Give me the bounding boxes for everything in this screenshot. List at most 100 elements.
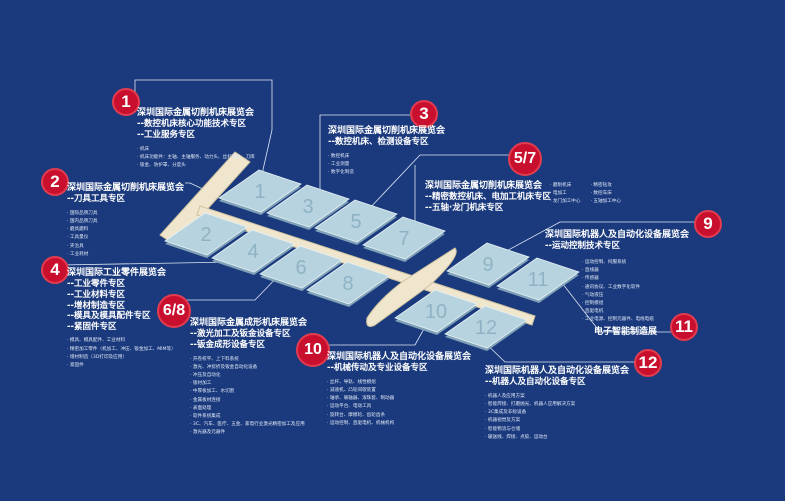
zone-item: 3C、汽车、医疗、五金、家电行业激光精密加工及应用 — [190, 421, 307, 429]
zone-badge-10[interactable]: 10 — [296, 333, 330, 367]
hall-number: 3 — [302, 196, 313, 218]
zone-item: 钣材加工 — [190, 380, 307, 388]
hall-7[interactable] — [362, 216, 446, 260]
zone-item: 通讯协议、工业数字化软件 — [582, 284, 654, 292]
zone-item: 激光器及元器件 — [190, 429, 307, 437]
zone-item-list: 模具、模具配件、工业材料精密加工零件（机加工、冲压、钣金加工、MIM等）增材制造… — [67, 337, 176, 370]
leader-3 — [319, 114, 410, 195]
zone-item: 控制模组 — [582, 300, 654, 308]
hall-8[interactable] — [306, 261, 390, 305]
zone-item: 智能物流与仓储 — [485, 426, 629, 434]
leader-9 — [500, 221, 700, 255]
hall-12[interactable] — [444, 305, 528, 349]
zone-title: 深圳国际机器人及自动化设备展览会 — [327, 352, 472, 362]
hall-4[interactable] — [211, 229, 295, 273]
zone-item-list: 磨削机床精密钻攻电加工数控车床龙门加工中心五轴加工中心 — [550, 182, 621, 207]
zone-item: 气动液压 — [582, 292, 654, 300]
zone-item: 中厚板加工、水切割 — [190, 388, 307, 396]
zone-item: 磨具磨料 — [67, 226, 184, 234]
zone-item: 传感器 — [582, 275, 654, 283]
hall-3[interactable] — [266, 184, 350, 228]
zone-item: 模具、模具配件、工业材料 — [67, 337, 176, 345]
zone-item: 软件系统集成 — [190, 413, 307, 421]
zone-info-9: 深圳国际机器人及自动化设备展览会--运动控制技术专区 — [545, 230, 689, 252]
zone-item-list: 机床机床功能件：主轴、主轴服务、动力头、丝杠导轨、刀库钣金、防护罩、分度头 — [137, 146, 255, 171]
hall-11[interactable] — [496, 257, 580, 301]
zone-item: 开卷校平、上下料系统 — [190, 356, 307, 364]
zone-subtitle: --五轴·龙门机床专区 — [425, 202, 504, 213]
zone-title: 深圳国际金属切削机床展览会 — [425, 181, 543, 191]
zone-title: 深圳国际金属切削机床展览会 — [137, 108, 255, 118]
hall-6[interactable] — [259, 245, 343, 289]
hall-10[interactable] — [394, 289, 478, 333]
zone-item: 机器视觉及方案 — [485, 417, 629, 425]
leader-4 — [59, 261, 235, 266]
zone-item-list: 数控机床工业测量数字化制造 — [328, 153, 445, 178]
zone-subtitle: --数控机床核心功能技术专区 — [137, 119, 247, 130]
zone-subtitle: --紧固件专区 — [67, 321, 117, 332]
zone-title: 深圳国际金属切削机床展览会 — [67, 183, 185, 193]
hall-number: 12 — [475, 317, 497, 339]
zone-item: 工业耗材 — [67, 251, 184, 259]
zone-badge-11[interactable]: 11 — [670, 313, 698, 341]
leader-1 — [134, 79, 273, 184]
zone-badge-1[interactable]: 1 — [112, 88, 140, 116]
zone-title: 电子智能制造展 — [594, 327, 658, 337]
zone-subtitle: --增材制造专区 — [67, 300, 126, 311]
hall-number: 2 — [200, 224, 211, 246]
hall-number: 10 — [425, 301, 447, 323]
hall-9[interactable] — [446, 242, 530, 286]
zone-item: 数控机床 — [328, 153, 445, 161]
zone-item-list: 开卷校平、上下料系统激光、冲剪折及钣金自动化设备冲压及自动化钣材加工中厚板加工、… — [190, 356, 307, 438]
zone-badge-12[interactable]: 12 — [634, 349, 662, 377]
zone-item: 国际品牌刀具 — [67, 210, 184, 218]
leader-11 — [551, 269, 678, 333]
zone-item: 龙门加工中心 — [550, 198, 581, 206]
zone-item: 精密加工零件（机加工、冲压、钣金加工、MIM等） — [67, 346, 176, 354]
zone-item: 表面处理 — [190, 405, 307, 413]
zone-item: 旋转台、摩擦轮、齿轮齿条 — [327, 412, 471, 420]
zone-item: 工业测量 — [328, 161, 445, 169]
zone-subtitle: --工业材料专区 — [67, 289, 126, 300]
zone-badge-3[interactable]: 3 — [410, 100, 438, 128]
zone-item: 机器人及应用方案 — [485, 393, 629, 401]
zone-item: 机床功能件：主轴、主轴服务、动力头、丝杠导轨、刀库 — [137, 154, 255, 162]
hall-number: 11 — [528, 269, 549, 291]
zone-item-list: 运动控制、伺服系统直线器传感器通讯协议、工业数字化软件气动液压控制模组直驱电机工… — [582, 259, 654, 325]
zone-subtitle: --机器人及自动化设备专区 — [485, 377, 586, 388]
hall-number: 1 — [254, 181, 265, 203]
zone-item: 工业电源、控制元器件、电线电缆 — [582, 316, 654, 324]
zone-item: 精密钻攻 — [591, 182, 622, 190]
zone-item-list: 丝杆、导轨、线性模组减速机、凸轮间歇装置轴承、联轴器、滚珠套、制动器运动平台、电… — [327, 379, 471, 428]
zone-item: 冲压及自动化 — [190, 372, 307, 380]
zone-title: 深圳国际机器人及自动化设备展览会 — [485, 366, 630, 376]
zone-badge-4[interactable]: 4 — [41, 256, 69, 284]
hall-number: 7 — [398, 228, 409, 250]
zone-badge-68[interactable]: 6/8 — [157, 294, 191, 328]
zone-item: 数控车床 — [591, 190, 622, 198]
zone-subtitle: --数控机床、检测设备专区 — [328, 137, 429, 148]
zone-info-68: 深圳国际金属成形机床展览会--激光加工及钣金设备专区--钣金成形设备专区开卷校平… — [190, 318, 307, 438]
zone-item: 电加工 — [550, 190, 581, 198]
zone-badge-57[interactable]: 5/7 — [508, 142, 542, 176]
zone-badge-9[interactable]: 9 — [694, 210, 722, 238]
hall-number: 9 — [482, 254, 493, 276]
zone-item: 紧固件 — [67, 362, 176, 370]
hall-5[interactable] — [314, 199, 398, 243]
zone-item: 机床 — [137, 146, 255, 154]
zone-title: 深圳国际金属成形机床展览会 — [190, 318, 308, 328]
zone-info-1: 深圳国际金属切削机床展览会--数控机床核心功能技术专区--工业服务专区机床机床功… — [137, 108, 255, 170]
zone-item: 金属板材连接 — [190, 397, 307, 405]
zone-info-2: 深圳国际金属切削机床展览会--刀具工具专区国际品牌刀具国内品牌刀具磨具磨料工具量… — [67, 183, 184, 259]
zone-badge-2[interactable]: 2 — [41, 168, 69, 196]
zone-item-list: 机器人及应用方案智能焊接、打磨抛光、机器人应用解决方案3C集成及非标设备机器视觉… — [485, 393, 629, 442]
hall-1[interactable] — [218, 169, 302, 213]
zone-item: 夹治具 — [67, 243, 184, 251]
zone-title: 深圳国际工业零件展览会 — [67, 268, 167, 278]
zone-item: 减速机、凸轮间歇装置 — [327, 387, 471, 395]
zone-item: 运动控制、直驱电机、机械机构 — [327, 420, 471, 428]
zone-title: 深圳国际机器人及自动化设备展览会 — [545, 230, 690, 240]
hall-number: 6 — [295, 257, 306, 279]
zone-item: 增材制造（3D打印及应用） — [67, 354, 176, 362]
zone-item: 输送线、焊接、点胶、运动台 — [485, 434, 629, 442]
